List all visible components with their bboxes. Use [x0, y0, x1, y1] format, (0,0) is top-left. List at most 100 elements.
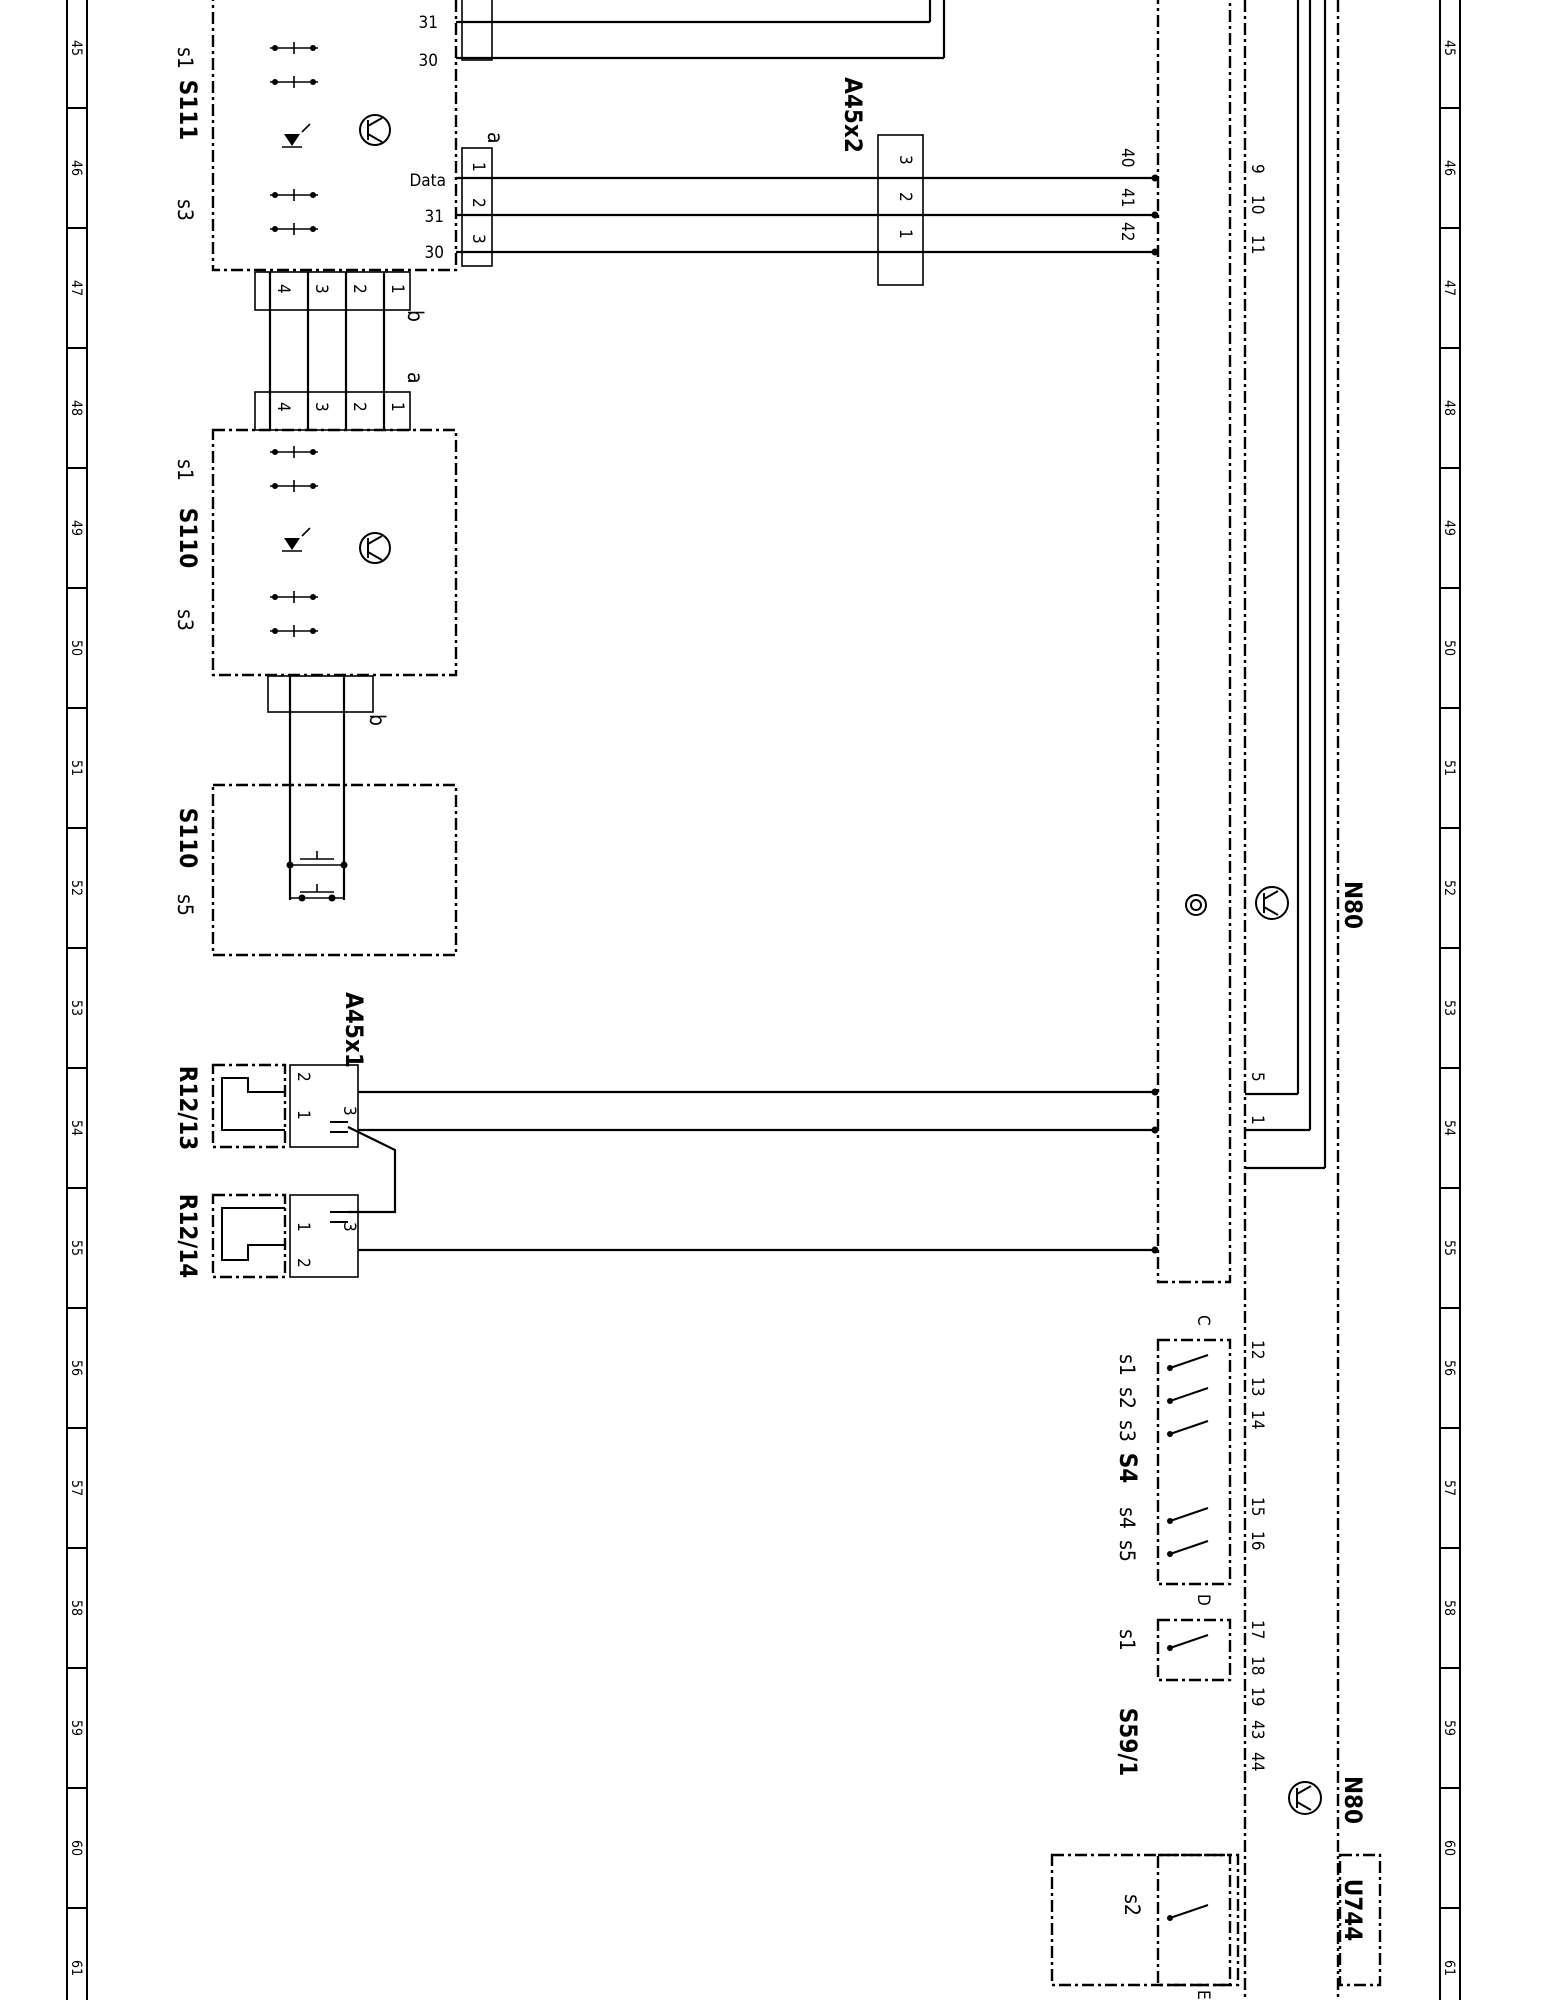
s111-pin-1: 1 — [468, 162, 488, 172]
grid-number-right: 53 — [1441, 1000, 1457, 1016]
a45x1-pin-1-upper: 1 — [293, 1110, 313, 1120]
s4-sub-s5: s5 — [1115, 1540, 1139, 1562]
s591-sub-s1: s1 — [1115, 1629, 1139, 1651]
a45x2-connector: A45x2 3 2 1 — [839, 77, 924, 286]
grid-number-left: 58 — [68, 1600, 84, 1616]
grid-number-left: 61 — [68, 1960, 84, 1976]
s111-pin-30: 30 — [425, 243, 444, 263]
s111-pin-31: 31 — [425, 207, 444, 227]
s110-top-pin-3: 3 — [311, 402, 331, 412]
grid-left — [66, 0, 88, 2000]
grid-number-right: 60 — [1441, 1840, 1457, 1856]
s4-pin-16: 16 — [1247, 1531, 1267, 1550]
grid-number-right: 57 — [1441, 1480, 1457, 1496]
bus-pin-10: 10 — [1247, 195, 1267, 214]
a45x2-pin-2: 2 — [895, 192, 915, 202]
spiral-icon — [1185, 894, 1207, 916]
s59-pin-17: 17 — [1247, 1620, 1267, 1639]
n80-module: 40 41 42 9 10 11 5 1 N80 N80 — [1117, 0, 1367, 2000]
r1213-label: R12/13 — [174, 1066, 202, 1151]
grid-number-left: 57 — [68, 1480, 84, 1496]
r1214-label: R12/14 — [174, 1194, 202, 1279]
s111-conn-b: b — [403, 310, 427, 322]
r1214-component: R12/14 — [174, 1194, 287, 1279]
grid-number-left: 46 — [68, 160, 84, 176]
s111-pin-31-upper: 31 — [419, 13, 438, 33]
s111-bottom-pin-2: 2 — [349, 284, 369, 294]
grid-number-right: 55 — [1441, 1240, 1457, 1256]
s4-sub-s1: s1 — [1115, 1354, 1139, 1376]
grid-number-left: 48 — [68, 400, 84, 416]
s4-sub-s4: s4 — [1115, 1507, 1139, 1529]
grid-number-left: 49 — [68, 520, 84, 536]
s110-conn-b: b — [365, 714, 389, 726]
s111-sub-s3: s3 — [173, 199, 197, 221]
s4-sub-s3: s3 — [1115, 1420, 1139, 1442]
s4-pin-13: 13 — [1247, 1377, 1267, 1396]
s111-pin-30-upper: 30 — [419, 51, 438, 71]
s4-pin-12: 12 — [1247, 1340, 1267, 1359]
n80-pin-42: 42 — [1117, 222, 1137, 241]
r1213-component: R12/13 — [174, 1063, 287, 1151]
u744-label: U744 — [1339, 1879, 1367, 1942]
s111-pin-3: 3 — [468, 234, 488, 244]
s110-sub-s3: s3 — [173, 609, 197, 631]
s111-component: S111 s1 s3 31 30 — [173, 0, 507, 322]
bus-pin-9: 9 — [1247, 164, 1267, 174]
s591-label: S59/1 — [1114, 1708, 1142, 1777]
s111-label: S111 — [174, 80, 202, 141]
s111-bottom-pin-4: 4 — [273, 284, 293, 294]
switch-conn-e: E — [1193, 1990, 1213, 2000]
a45x1-pin-2-lower: 2 — [293, 1258, 313, 1268]
grid-number-left: 52 — [68, 880, 84, 896]
bus-pin-5: 5 — [1247, 1072, 1267, 1082]
a45x1-pin-3-lower: 3 — [339, 1222, 359, 1232]
s111-top-wires — [456, 0, 946, 60]
grid-number-left: 53 — [68, 1000, 84, 1016]
grid-number-right: 58 — [1441, 1600, 1457, 1616]
grid-number-left: 50 — [68, 640, 84, 656]
s110-top-pin-1: 1 — [387, 402, 407, 412]
s59-pin-19: 19 — [1247, 1687, 1267, 1706]
s59-pin-44: 44 — [1247, 1752, 1267, 1771]
s111-bottom-pin-1: 1 — [387, 284, 407, 294]
a45x2-pin-1: 1 — [895, 229, 915, 239]
s4-sub-s2: s2 — [1115, 1387, 1139, 1409]
s110-label: S110 — [174, 508, 202, 569]
s110-s5-label: S110 — [174, 808, 202, 869]
grid-number-left: 54 — [68, 1120, 84, 1136]
grid-right — [1439, 0, 1461, 2000]
s111-bottom-pin-3: 3 — [311, 284, 331, 294]
grid-number-right: 47 — [1441, 280, 1457, 296]
grid-number-left: 56 — [68, 1360, 84, 1376]
switch-sub-s2: s2 — [1120, 1894, 1144, 1916]
s111-conn-a: a — [483, 132, 507, 144]
s110-transistor-icon — [359, 532, 391, 564]
s591-conn-d: D — [1193, 1594, 1213, 1606]
n80-pin-40: 40 — [1117, 148, 1137, 167]
n80-transistor-icon-bottom — [1288, 1781, 1322, 1815]
s110-component: 4 3 2 1 a S110 s1 s3 — [173, 372, 458, 726]
grid-number-right: 49 — [1441, 520, 1457, 536]
s111-data-wires — [456, 174, 1159, 256]
n80-transistor-icon-top — [1255, 886, 1289, 920]
a45x1-pin-1-lower: 1 — [293, 1222, 313, 1232]
s4-conn-c: C — [1193, 1315, 1213, 1326]
grid-number-left: 59 — [68, 1720, 84, 1736]
s111-transistor-icon — [359, 114, 391, 146]
u744-component: U744 s2 E — [1050, 1853, 1382, 2000]
s4-pin-14: 14 — [1247, 1410, 1267, 1429]
s111-sub-s1: s1 — [173, 47, 197, 69]
grid-number-left: 47 — [68, 280, 84, 296]
grid-number-right: 59 — [1441, 1720, 1457, 1736]
s110-s5-component: S110 s5 — [173, 783, 458, 957]
grid-number-right: 54 — [1441, 1120, 1457, 1136]
n80-label-top: N80 — [1339, 881, 1367, 929]
s591-component: D s1 S59/1 17 18 19 43 44 — [1114, 1594, 1267, 1776]
s59-pin-43: 43 — [1247, 1720, 1267, 1739]
s4-label: S4 — [1114, 1453, 1142, 1484]
a45x1-pin-3-upper: 3 — [339, 1106, 359, 1116]
grid-number-left: 51 — [68, 760, 84, 776]
